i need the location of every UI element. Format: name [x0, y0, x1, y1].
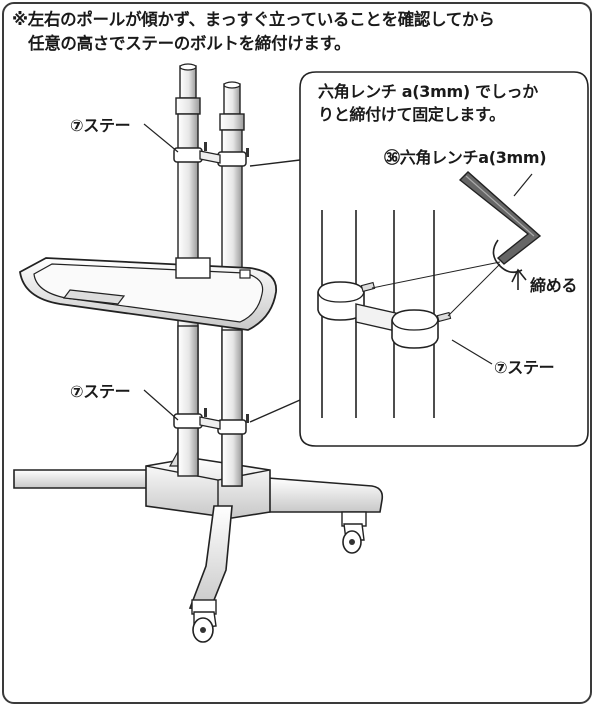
callout-connector	[249, 159, 301, 423]
detail-instruction-line-1: 六角レンチ a(3mm) でしっか	[318, 82, 538, 101]
label-stay-upper: ⑦ステー	[70, 116, 131, 135]
tighten-arrow-icon	[492, 239, 527, 290]
shelf	[19, 257, 277, 331]
leader-stay-upper	[143, 123, 179, 153]
leader-wrench	[513, 173, 533, 197]
caster-right	[342, 523, 365, 554]
detail-instruction-line-2: りと締付けて固定します。	[318, 105, 505, 124]
label-stay-detail: ⑦ステー	[494, 358, 555, 377]
detail-instruction: 六角レンチ a(3mm) でしっか りと締付けて固定します。	[318, 80, 588, 126]
detail-box	[299, 71, 589, 447]
instruction-note: ※左右のポールが傾かず、まっすぐ立っていることを確認してから 任意の高さでステー…	[12, 8, 582, 56]
leader-stay-lower	[143, 389, 179, 421]
base-leg-left	[13, 469, 151, 489]
leader-stay-detail	[451, 339, 493, 365]
pole-lower-left	[177, 325, 199, 477]
label-tighten: 締める	[530, 276, 578, 295]
base-leg-right	[267, 477, 384, 527]
hex-wrench-icon	[371, 171, 542, 317]
detail-stay	[317, 281, 452, 349]
caster-front	[192, 611, 217, 643]
upper-stay	[173, 142, 249, 167]
base-leg-front	[188, 505, 233, 615]
pole-lower-right	[221, 329, 243, 487]
instruction-line-1: ※左右のポールが傾かず、まっすぐ立っていることを確認してから	[12, 10, 495, 29]
instruction-line-2: 任意の高さでステーのボルトを締付けます。	[28, 34, 351, 53]
lower-stay	[173, 408, 249, 435]
label-hex-wrench: ㊱六角レンチa(3mm)	[384, 148, 547, 167]
base-hub	[145, 457, 271, 520]
label-stay-lower: ⑦ステー	[70, 382, 131, 401]
